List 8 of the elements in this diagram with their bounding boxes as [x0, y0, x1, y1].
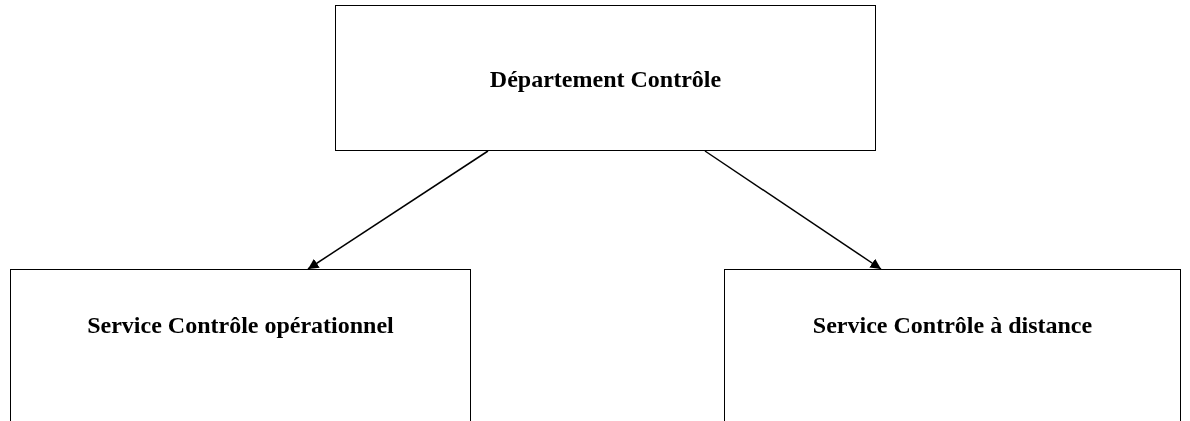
org-box — [10, 269, 471, 421]
org-box — [724, 269, 1181, 421]
box-title: Département Contrôle — [489, 66, 722, 94]
arrow — [704, 150, 882, 270]
box-title: Service Contrôle opérationnel — [87, 312, 394, 340]
org-box — [335, 5, 876, 151]
box-title: Service Contrôle à distance — [812, 312, 1093, 340]
arrow — [307, 150, 489, 270]
